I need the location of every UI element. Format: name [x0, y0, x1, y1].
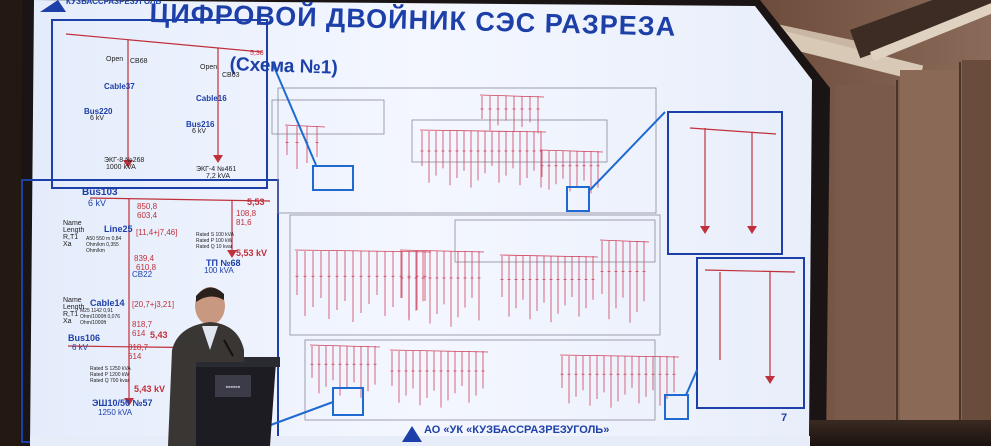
transformer-arrow-icons: [123, 155, 775, 406]
cable-parameters: M25 1142 0,91 Ohm/1000ft 0,076 Ohm/1000f…: [80, 308, 121, 326]
value-4: 108,8: [236, 209, 257, 218]
open-label-b: Open: [200, 64, 218, 71]
brand-top-text: КУЗБАССРАЗРЕЗУГОЛЬ: [66, 0, 162, 6]
label-x: Xa: [63, 241, 72, 248]
bus-kv-b: 6 kV: [192, 128, 207, 135]
main-schematic-frames: [271, 87, 661, 421]
cable-label-b: Cable16: [196, 94, 227, 103]
speaker-person: [168, 287, 244, 446]
label-length: Length: [63, 227, 85, 234]
label-length-2: Length: [63, 304, 85, 311]
value-2: 603,4: [137, 211, 158, 220]
value-6: 839,4: [134, 254, 155, 263]
cb-label-b: CB63: [222, 72, 240, 79]
inset-schematic-lines: [65, 33, 796, 400]
label-x-2: Xa: [63, 318, 72, 325]
tp-kv: 5,53 kV: [236, 248, 268, 258]
line-parameters: A50 550 m 0,84 Ohm/km 0,355 Ohm/km: [86, 236, 122, 254]
slide-page-number: 7: [781, 412, 788, 424]
bus-top-kv: 6 kV: [88, 198, 107, 208]
cable-flow: [20,7+j3,21]: [132, 300, 175, 309]
tp-name: ТП №68: [206, 258, 241, 268]
bus-top-label: Bus103: [82, 187, 118, 198]
equipment-rated-values: Rated S 1250 kVA Rated P 1200 kW Rated Q…: [90, 366, 131, 384]
label-r: R,T1: [63, 234, 79, 241]
value-9: 614: [132, 329, 146, 338]
value-11: 818,7: [128, 343, 149, 352]
bus-kv-a: 6 kV: [90, 115, 105, 122]
cb-label-a: CB68: [130, 58, 148, 65]
equipment-kv: 5,43 kV: [134, 384, 166, 394]
right-detail-box-bottom: [696, 257, 805, 409]
highlight-callouts: [267, 61, 698, 427]
bus-bottom-kv: 6 kV: [72, 343, 89, 352]
tp-kva: 100 kVA: [204, 266, 234, 275]
value-5: 81,6: [236, 218, 252, 227]
wall-panels: [835, 60, 991, 446]
equipment-name: ЭШ10/50 №57: [92, 398, 153, 408]
footer-logo-icon: [402, 426, 422, 442]
line-flow: [11,4+j7,46]: [136, 228, 178, 237]
value-10: 5,43: [150, 330, 168, 340]
equipment-kva-b: 7,2 kVA: [206, 173, 230, 180]
brand-footer-text: АО «УК «КУЗБАССРАЗРЕЗУГОЛЬ»: [424, 424, 610, 436]
podium: ■■■■■■: [186, 357, 280, 446]
value-1: 850,8: [137, 202, 158, 211]
value-7: 610,8: [136, 263, 157, 272]
bus-label-b: Bus216: [186, 120, 215, 129]
open-label-a: Open: [106, 56, 124, 63]
cb-label: CB22: [132, 270, 153, 279]
label-name-2: Name: [63, 297, 82, 304]
equipment-kva-a: 1000 kVA: [106, 164, 136, 171]
inset-top-value: 5,38: [250, 50, 264, 57]
tp-rated-values: Rated S 100 kVA Rated P 100 kW Rated Q 1…: [196, 232, 234, 250]
svg-text:■■■■■■: ■■■■■■: [226, 384, 241, 389]
label-name: Name: [63, 220, 82, 227]
value-8: 818,7: [132, 320, 153, 329]
label-r-2: R,T1: [63, 311, 79, 318]
line-name: Line25: [104, 224, 133, 234]
right-detail-box-top: [667, 111, 783, 255]
bus-bottom-label: Bus106: [68, 333, 101, 343]
top-left-detail-box: [51, 19, 268, 189]
equipment-label-b: ЭКГ-4 №461: [196, 166, 237, 173]
cable-name: Cable14: [90, 298, 125, 308]
equipment-label-a: ЭКГ-8 №268: [104, 157, 145, 164]
cable-label-a: Cable37: [104, 82, 135, 91]
value-3: 5,53: [247, 197, 265, 207]
bus-label-a: Bus220: [84, 107, 113, 116]
value-12: 614: [128, 352, 142, 361]
equipment-kva: 1250 kVA: [98, 408, 133, 417]
company-logo-icon: [40, 0, 66, 12]
